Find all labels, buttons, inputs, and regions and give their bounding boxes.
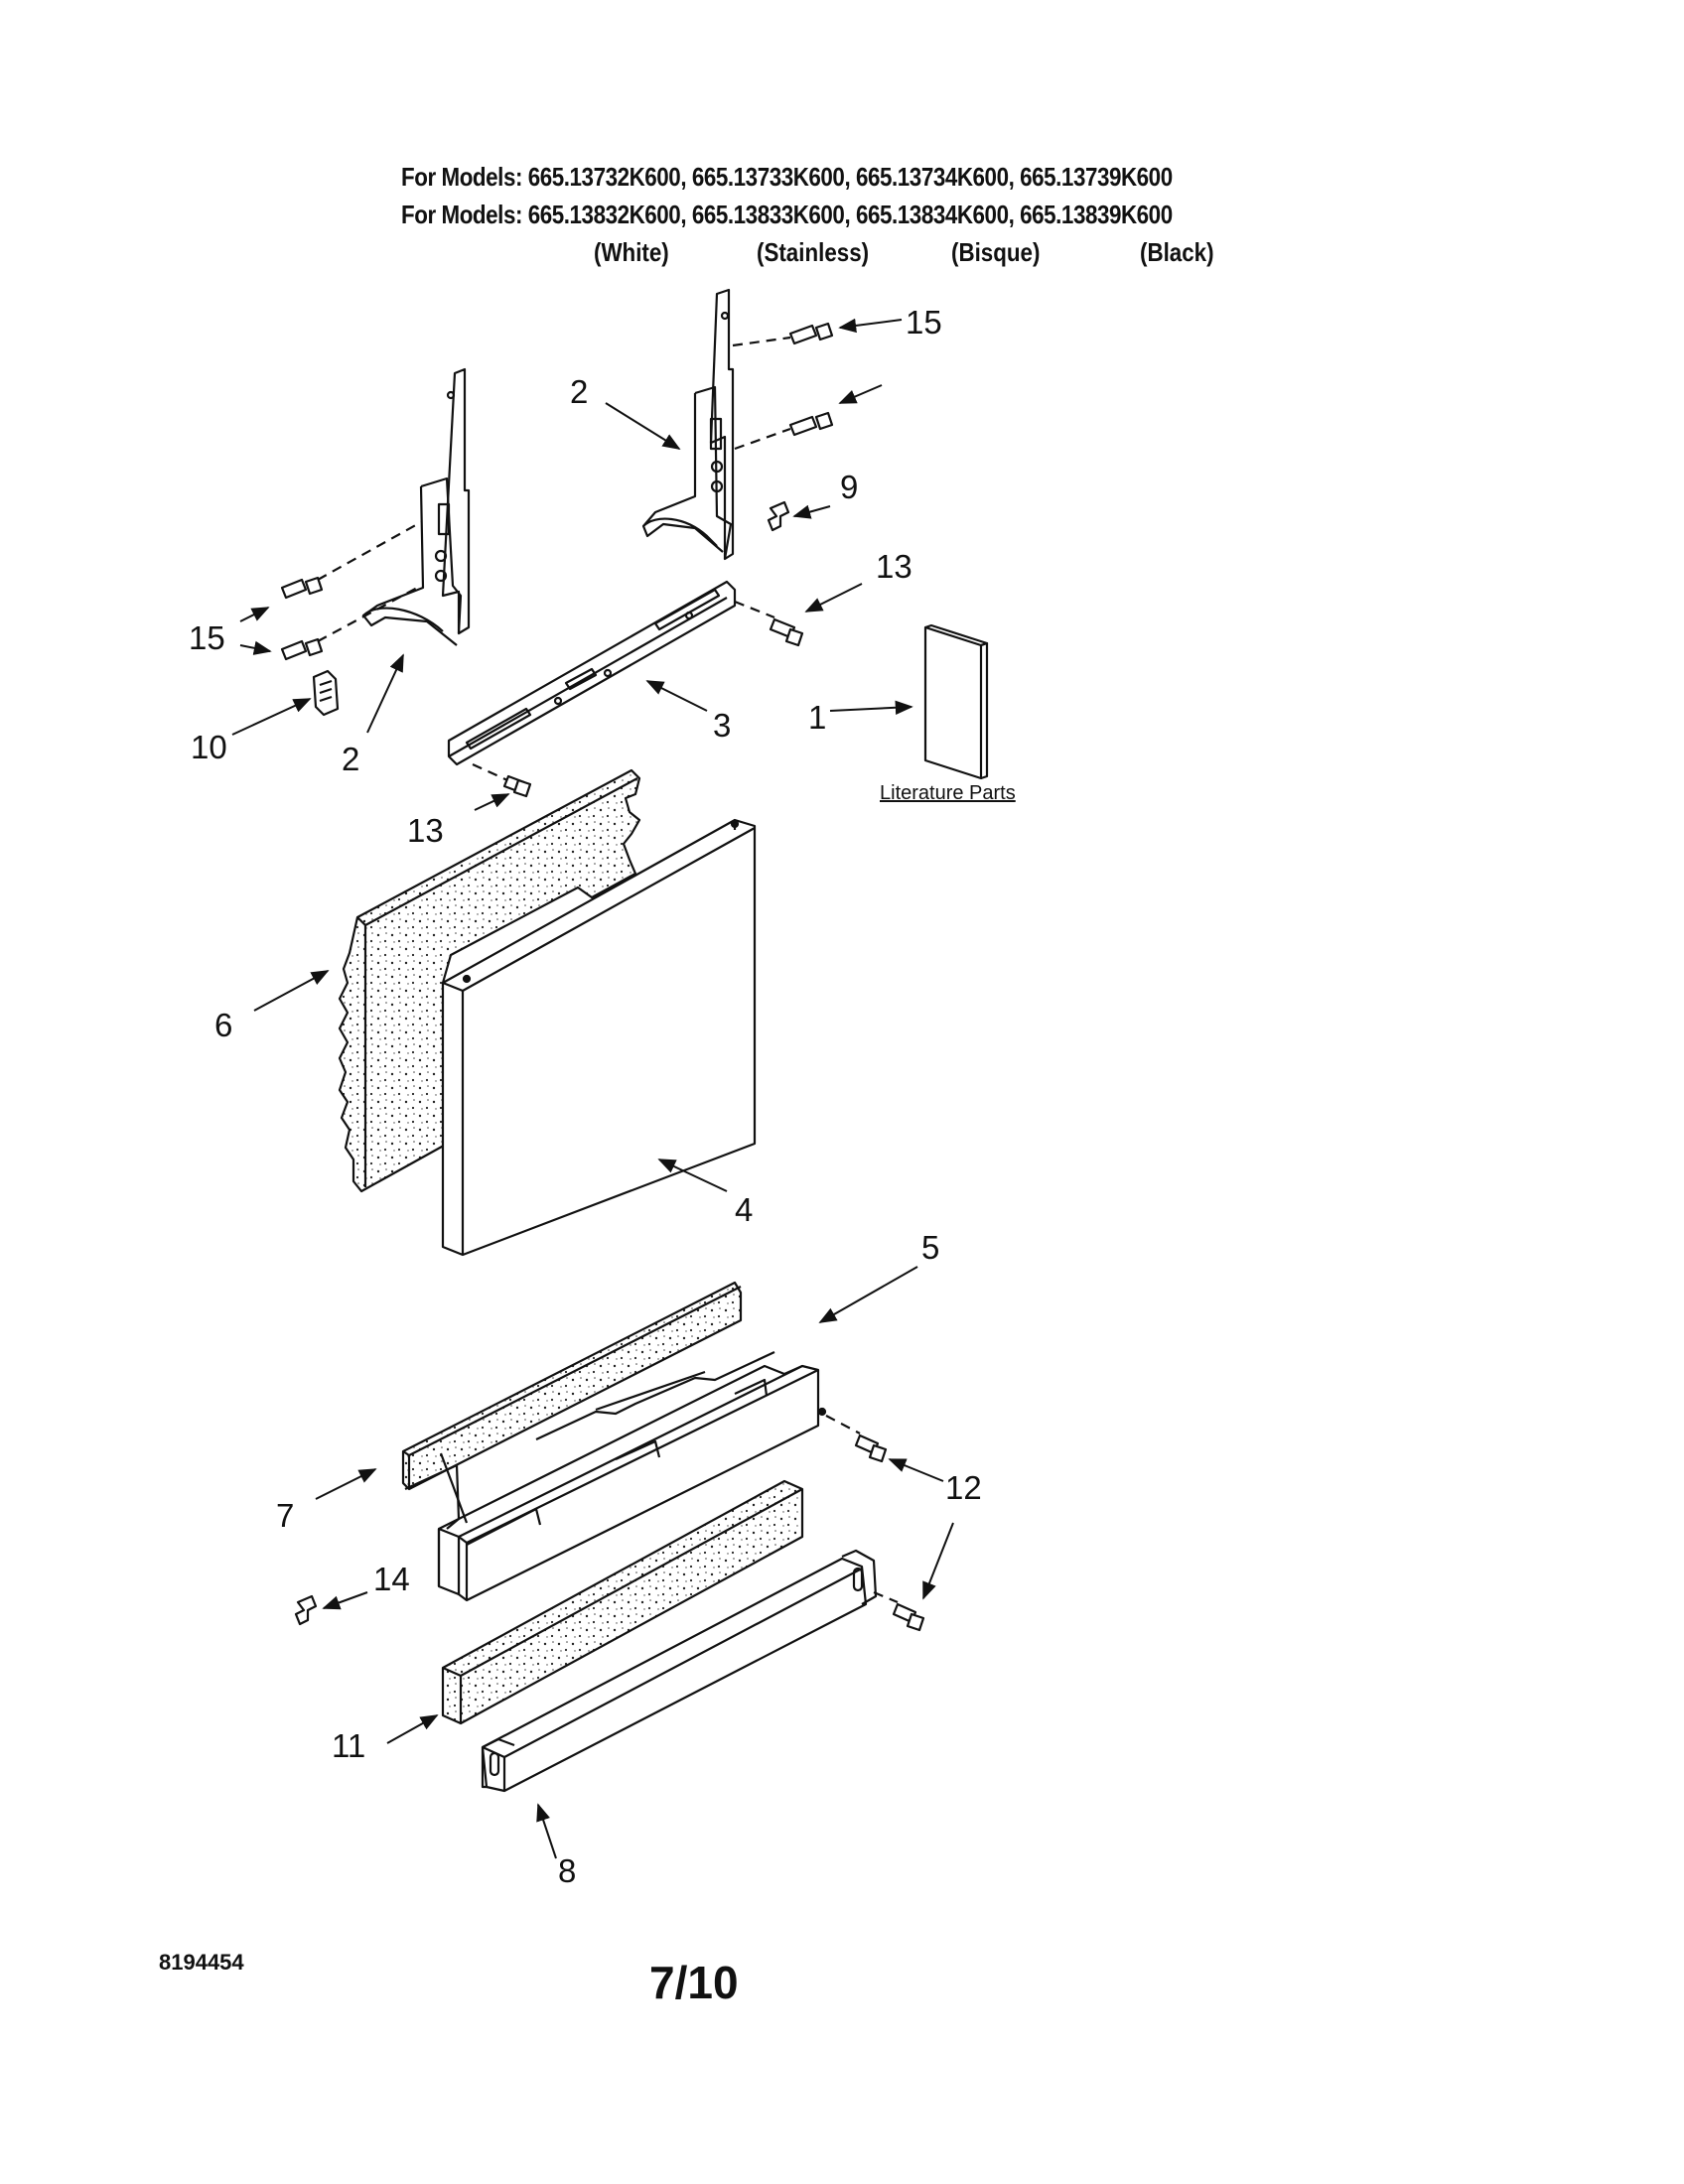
- clip-9: [767, 500, 790, 532]
- screw-12-lower: [873, 1590, 925, 1632]
- screw-15-upper-b: [734, 411, 834, 451]
- color-white: (White): [594, 237, 669, 267]
- kick-plate-8: [481, 1549, 878, 1793]
- callout-12: 12: [945, 1469, 982, 1506]
- kick-panel-5: [404, 1351, 827, 1602]
- color-stainless: (Stainless): [757, 237, 870, 267]
- literature-parts-label: Literature Parts: [880, 782, 1016, 804]
- callout-9: 9: [840, 469, 859, 505]
- callout-8: 8: [558, 1852, 577, 1889]
- color-bisque: (Bisque): [951, 237, 1041, 267]
- screw-15-left-a: [280, 521, 422, 600]
- color-black: (Black): [1140, 237, 1214, 267]
- page-number: 7/10: [649, 1957, 739, 2008]
- foam-strip-7: [401, 1281, 743, 1491]
- callout-14: 14: [373, 1561, 410, 1597]
- callout-1: 1: [808, 699, 827, 736]
- door-hinge-bracket-right: [641, 288, 735, 561]
- callout-3: 3: [713, 707, 732, 744]
- door-hinge-bracket-left: [361, 367, 471, 646]
- callout-13-left: 13: [407, 812, 444, 849]
- callout-4: 4: [735, 1191, 754, 1228]
- screw-15-upper-a: [732, 322, 834, 347]
- callout-15-left: 15: [189, 619, 225, 656]
- models-line-2: For Models: 665.13832K600, 665.13833K600…: [401, 200, 1173, 229]
- callout-2-top: 2: [570, 373, 589, 410]
- clip-14: [294, 1594, 318, 1626]
- literature-booklet-1: [923, 623, 989, 780]
- foam-block-11: [441, 1479, 804, 1725]
- callout-10: 10: [191, 729, 227, 765]
- door-rail-3: [447, 580, 737, 766]
- callout-15-top: 15: [906, 304, 942, 341]
- screw-15-left-b: [280, 585, 422, 661]
- callout-13-top: 13: [876, 548, 912, 585]
- callout-11: 11: [332, 1727, 366, 1764]
- screw-13-right: [734, 600, 804, 647]
- document-number: 8194454: [159, 1950, 244, 1975]
- callout-7: 7: [276, 1497, 295, 1534]
- clip-10: [312, 669, 340, 717]
- screw-13-left: [472, 762, 532, 798]
- callout-6: 6: [214, 1007, 233, 1043]
- screw-12-upper: [825, 1415, 888, 1463]
- callout-5: 5: [921, 1229, 940, 1266]
- models-line-1: For Models: 665.13732K600, 665.13733K600…: [401, 162, 1173, 192]
- callout-2-left: 2: [342, 741, 360, 777]
- door-panel-4: [441, 818, 757, 1257]
- insulation-panel-6: [338, 768, 641, 1193]
